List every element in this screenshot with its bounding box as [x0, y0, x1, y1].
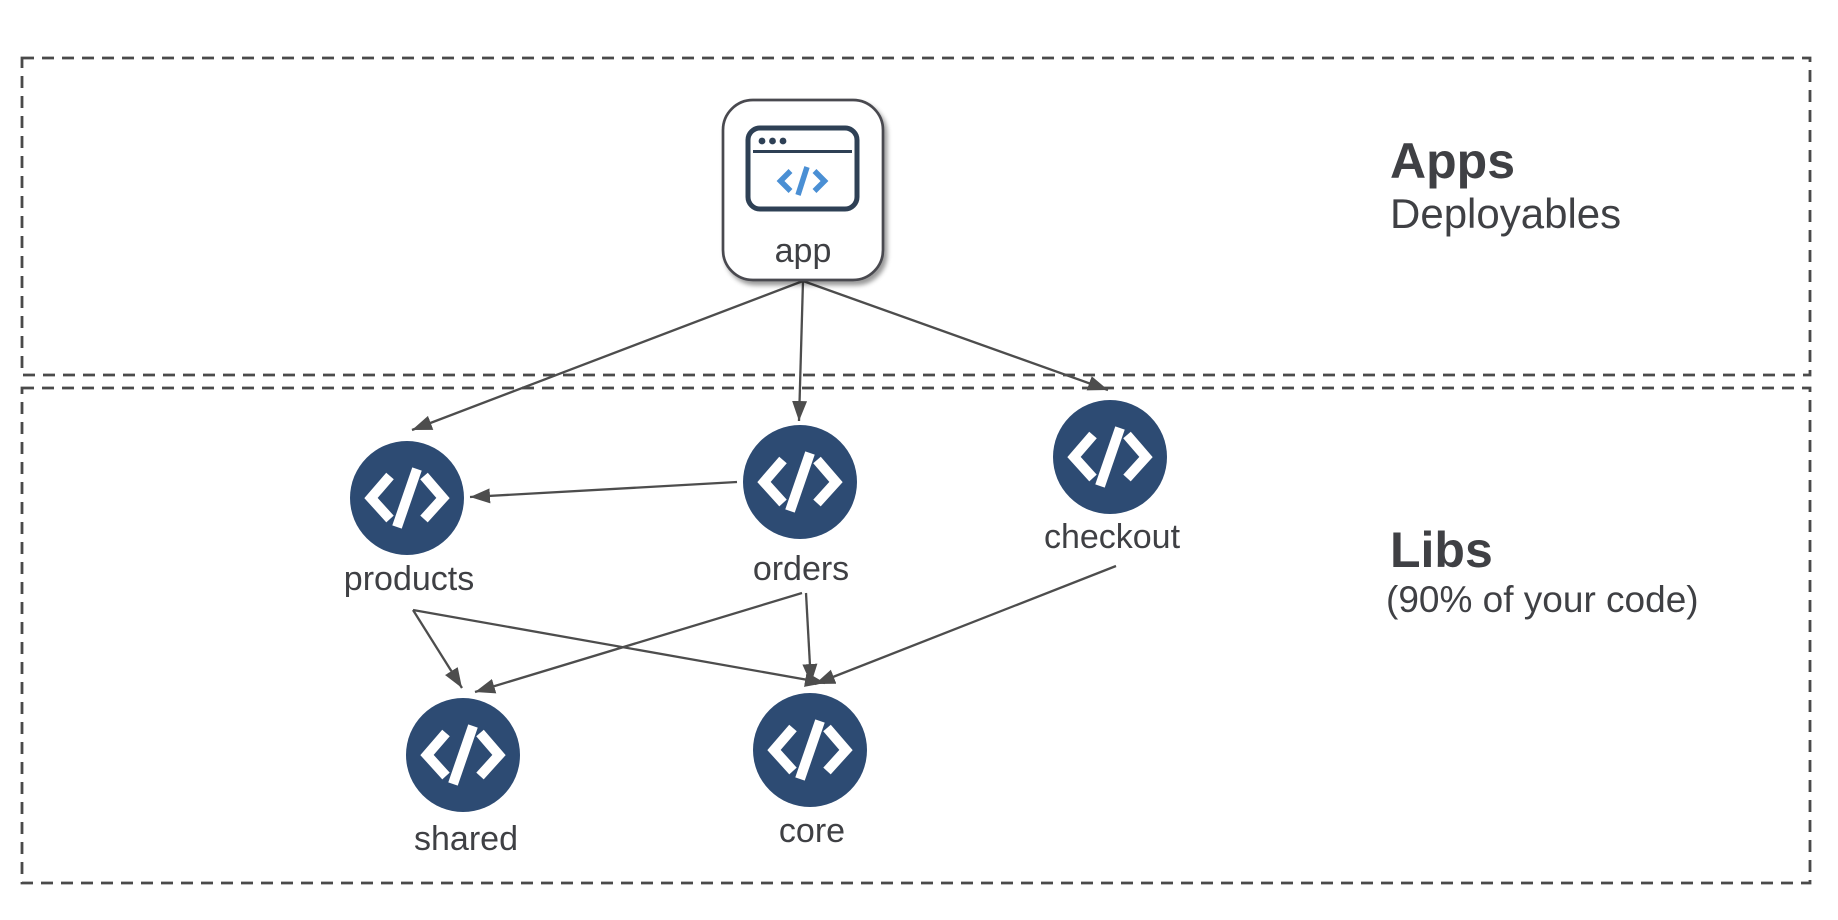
libs-section-subtitle: (90% of your code)	[1386, 579, 1699, 620]
edge-products-core	[412, 608, 826, 687]
node-shared-label: shared	[414, 820, 518, 858]
code-icon	[757, 451, 843, 513]
code-icon	[1067, 426, 1153, 488]
node-orders-label: orders	[753, 550, 849, 588]
code-icon	[420, 724, 506, 786]
node-app-label: app	[775, 232, 832, 270]
node-products-label: products	[344, 560, 474, 598]
edge-app-checkout	[802, 279, 1109, 392]
dependency-edges	[411, 279, 1117, 694]
apps-section-title: Apps	[1390, 133, 1515, 189]
edge-orders-shared	[474, 591, 803, 694]
node-core-label: core	[779, 812, 845, 850]
apps-section-subtitle: Deployables	[1390, 190, 1621, 237]
libs-section-title: Libs	[1390, 522, 1493, 578]
apps-section-box	[20, 56, 1812, 377]
edge-orders-products	[469, 480, 738, 504]
edge-app-orders	[792, 280, 808, 422]
node-checkout-label: checkout	[1044, 518, 1181, 556]
code-icon	[364, 467, 450, 529]
libs-section-box	[20, 386, 1812, 885]
node-app: app	[721, 98, 885, 282]
node-checkout: checkout	[1044, 400, 1181, 556]
node-orders: orders	[743, 425, 857, 588]
code-icon	[767, 719, 853, 781]
node-products: products	[344, 441, 474, 598]
browser-window-icon	[745, 125, 860, 212]
edge-app-products	[411, 279, 804, 432]
edge-checkout-core	[814, 564, 1117, 686]
edge-orders-core	[802, 592, 818, 685]
node-shared: shared	[406, 698, 520, 858]
node-core: core	[753, 693, 867, 850]
edge-products-shared	[412, 609, 463, 689]
code-icon	[776, 166, 829, 196]
